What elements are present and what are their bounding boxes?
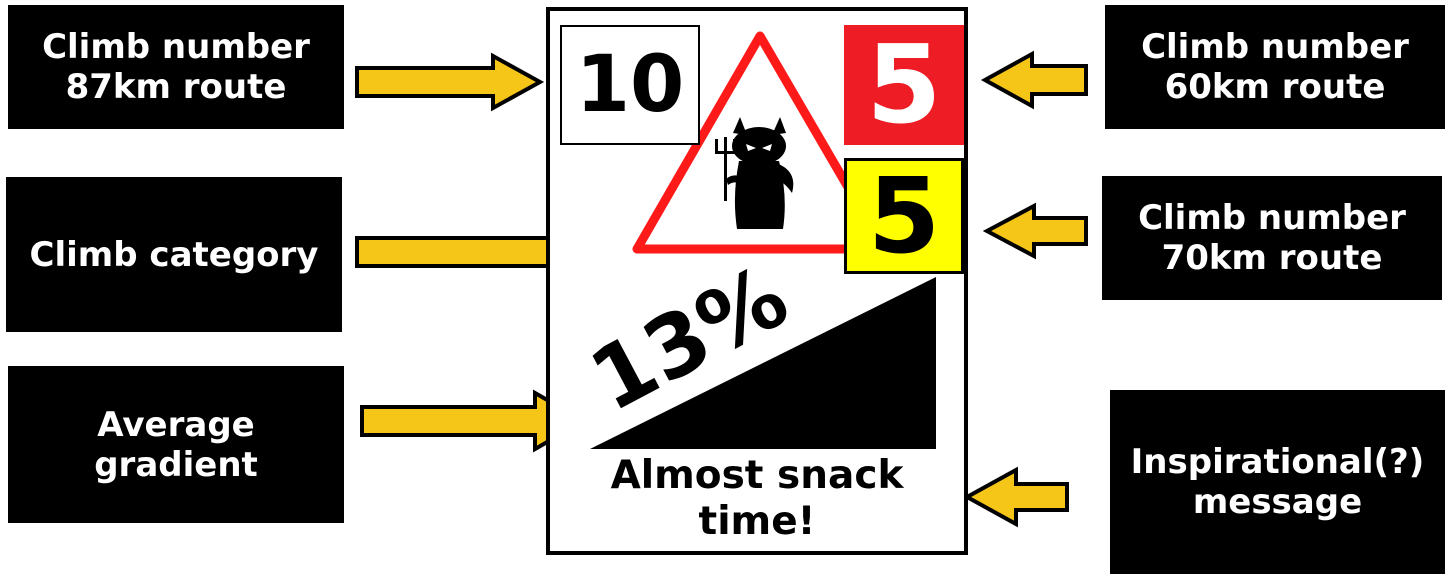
arrow-left-icon bbox=[985, 54, 1086, 106]
arrow-right-icon bbox=[357, 56, 540, 108]
message-line: time! bbox=[550, 499, 964, 545]
arrow-left-icon bbox=[987, 206, 1086, 256]
climb-sign: 10 5 5 13% Almost snack time! bbox=[546, 7, 968, 555]
message-line: Almost snack bbox=[550, 453, 964, 499]
inspirational-message: Almost snack time! bbox=[550, 453, 964, 545]
arrow-left-icon bbox=[967, 470, 1067, 524]
